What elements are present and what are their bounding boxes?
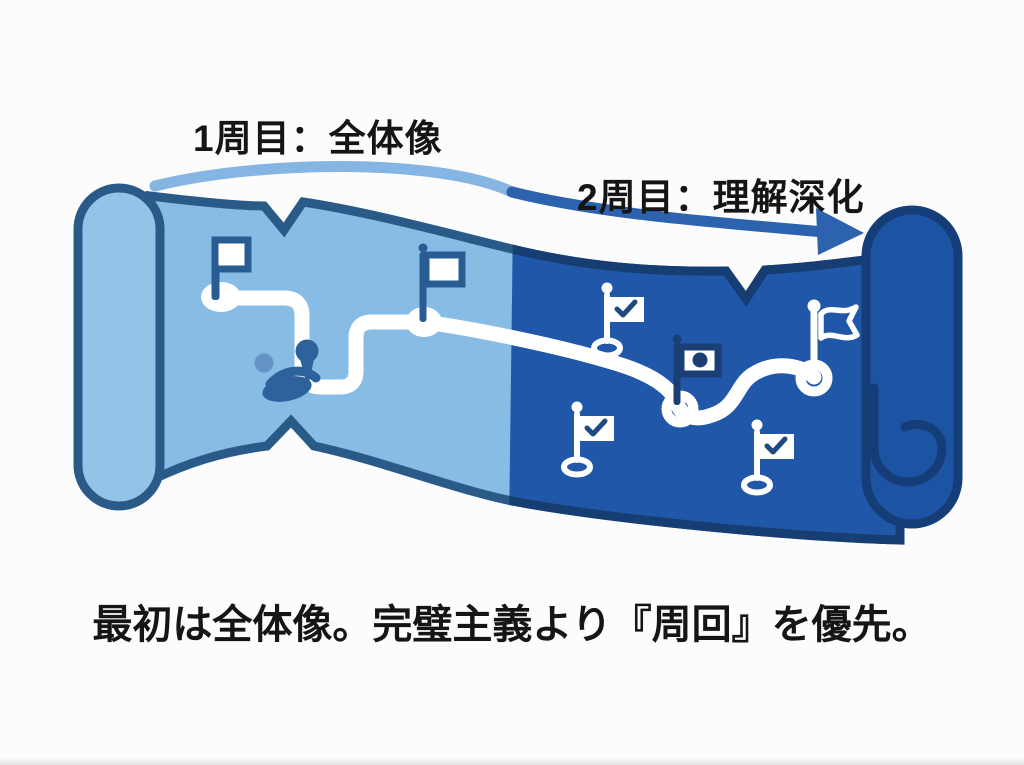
location-pin-icon: [295, 339, 319, 388]
dot-flag-icon: [672, 334, 722, 405]
waypoint-flag-icon: [418, 243, 466, 322]
phase2-arc-arrow: [506, 186, 864, 255]
checkpoint-node-waypoint: [406, 307, 442, 337]
goal-pennant-icon: [807, 299, 860, 370]
scroll-curl: [869, 383, 947, 487]
phase2-label: 2周目：理解深化: [577, 177, 865, 218]
start-flag-icon: [211, 236, 252, 300]
arrowhead-icon: [816, 208, 864, 255]
checkpoint-node-start: [201, 282, 241, 312]
scroll-right-roll: [861, 205, 963, 529]
phase1-arc-arrow: [149, 161, 518, 198]
scroll-left-roll: [73, 183, 165, 511]
phase1-label: 1周目：全体像: [193, 118, 443, 159]
bottom-shadow-strip: [0, 758, 1024, 765]
map-body-dark-half: [508, 190, 905, 545]
caption-text: 最初は全体像。完璧主義より『周回』を優先。: [92, 603, 932, 647]
traveler-person-icon: [254, 339, 321, 402]
